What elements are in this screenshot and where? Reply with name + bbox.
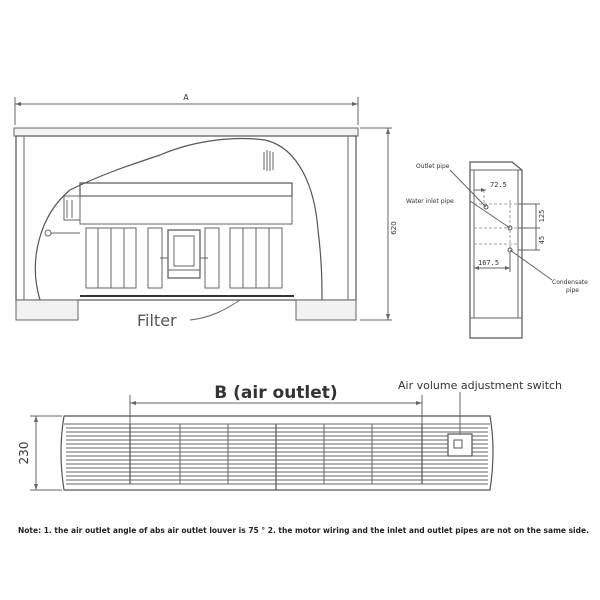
dim-620-label: 620 [390,221,398,234]
dim-72-5: 72.5 [490,181,507,189]
dim-a-label: A [183,93,189,102]
air-volume-switch-label: Air volume adjustment switch [398,379,562,392]
right-foot [295,299,357,321]
air-outlet-grille [66,424,488,490]
b-air-outlet-label: B (air outlet) [214,383,337,403]
water-inlet-pipe-label: Water inlet pipe [406,198,454,205]
coil-housing [79,182,293,197]
filter-label: Filter [137,311,177,330]
dimension-a: A [14,93,359,125]
cutaway-curve [34,137,323,301]
side-view: 72.5 125 45 167.5 Outlet pipe Water inle… [406,161,588,339]
dim-45: 45 [538,236,546,244]
bottom-view: B (air outlet) Air volume adjustment swi… [17,379,562,491]
left-foot [15,299,79,321]
dim-230-label: 230 [17,442,31,465]
condensate-pipe-label-1: Condensate [552,279,588,286]
motor [160,229,208,279]
fan-assembly [85,227,283,289]
dim-167-5: 167.5 [478,259,499,267]
top-plate [13,127,359,137]
front-view: A [13,93,398,330]
condensate-pipe-label-2: pipe [566,287,579,294]
unit-body [15,135,357,301]
cover-vent-marks [263,150,274,171]
dim-125: 125 [538,210,546,223]
bottom-body [60,415,494,491]
note-text: Note: 1. the air outlet angle of abs air… [18,526,589,535]
air-volume-switch-knob [453,439,463,449]
dimension-620: 620 [360,127,398,321]
outlet-pipe-label: Outlet pipe [416,163,450,170]
